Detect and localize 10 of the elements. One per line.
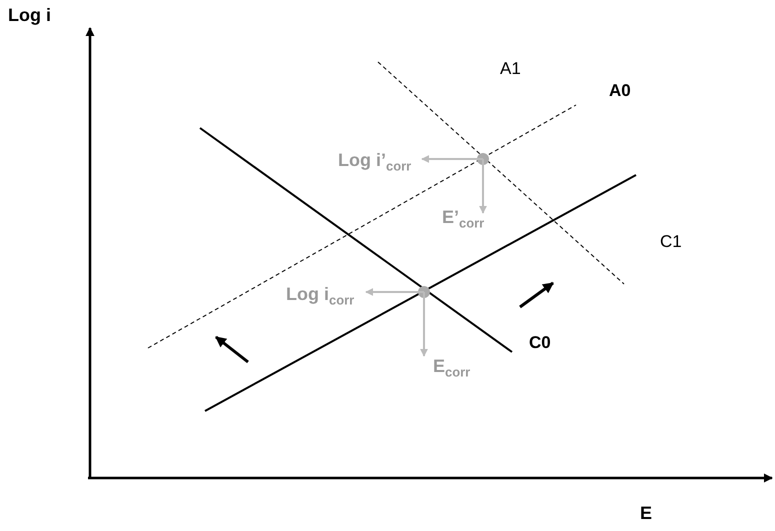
point-label: E’$_{corr}$	[442, 208, 484, 226]
curve-label: C1	[660, 233, 682, 250]
curve-label: C0	[529, 334, 551, 351]
axis-label: E	[640, 504, 652, 522]
curve-label: A1	[500, 60, 521, 77]
point-label: E$_{corr}$	[433, 357, 470, 375]
axis-label: Log i	[8, 6, 51, 24]
curve-label: A0	[609, 82, 631, 99]
point-label: Log i$_{corr}$	[286, 285, 354, 303]
point-label: Log i’$_{corr}$	[338, 151, 412, 169]
